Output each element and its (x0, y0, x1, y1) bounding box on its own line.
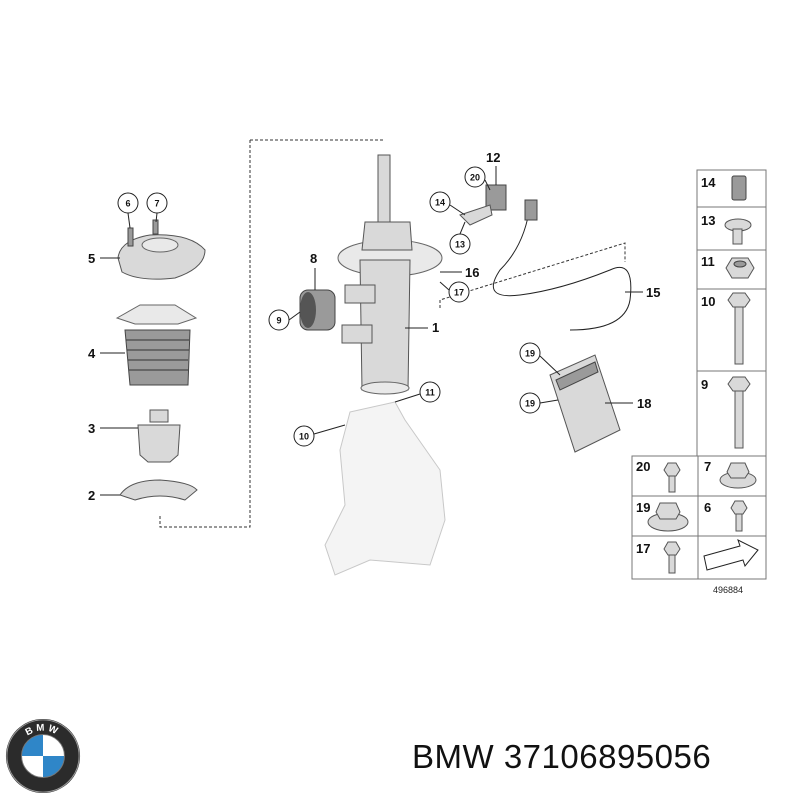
dust-bellows (115, 304, 198, 386)
callout-14-label: 14 (435, 198, 445, 208)
bolt-medium (727, 376, 751, 449)
hex-nut (725, 257, 755, 279)
callout-2-label: 2 (88, 488, 95, 503)
strut (337, 154, 443, 395)
grid-label-10: 10 (701, 294, 715, 309)
callout-15-label: 15 (646, 285, 660, 300)
flange-nut-large (647, 502, 689, 532)
bmw-logo: BMW (5, 718, 81, 794)
callout-4-label: 4 (88, 346, 96, 361)
grid-label-14: 14 (701, 175, 716, 190)
callout-18-label: 18 (637, 396, 651, 411)
callout-10-label: 10 (299, 432, 309, 442)
callout-6: 6 (117, 192, 139, 229)
grid-label-13: 13 (701, 213, 715, 228)
callout-7-label: 7 (154, 199, 159, 209)
callout-10: 10 (293, 424, 346, 447)
grid-label-6: 6 (704, 500, 711, 515)
grid-label-11: 11 (701, 254, 715, 269)
sensor-wire (492, 204, 632, 331)
bolt-long (727, 292, 751, 365)
assembly-dashed-line (159, 139, 385, 528)
callout-9-label: 9 (276, 316, 281, 326)
screw-small (663, 462, 681, 493)
grid-label-9: 9 (701, 377, 708, 392)
product-caption: BMW 37106895056 (412, 738, 711, 776)
top-mount (117, 219, 206, 280)
wire-connector (524, 199, 538, 221)
diagram-id: 496884 (713, 585, 743, 595)
rubber-bushing (299, 289, 336, 331)
callout-11-label: 11 (425, 388, 435, 398)
spring-seat (119, 479, 198, 501)
callout-20-label: 20 (470, 173, 480, 183)
brand-name: BMW (412, 738, 495, 775)
callout-7: 7 (146, 192, 168, 223)
callout-13-label: 13 (455, 240, 465, 250)
bump-stop (137, 409, 181, 463)
direction-arrow-icon (703, 539, 759, 571)
grid-label-7: 7 (704, 459, 711, 474)
flange-nut (719, 462, 757, 489)
callout-5-label: 5 (88, 251, 95, 266)
callout-20: 20 (464, 166, 491, 191)
steering-knuckle (324, 401, 446, 576)
callout-8-label: 8 (310, 251, 317, 266)
grid-label-17: 17 (636, 541, 650, 556)
clip-screw (724, 218, 752, 245)
assembly-dashed-line-right (439, 242, 626, 308)
control-module (549, 354, 621, 453)
logo-text: BMW (24, 722, 59, 738)
screw-flange (730, 500, 748, 532)
callout-11: 11 (394, 381, 441, 403)
callout-16-label: 16 (465, 265, 479, 280)
callout-17: 17 (439, 281, 470, 303)
callout-1-label: 1 (432, 320, 439, 335)
grid-label-19: 19 (636, 500, 650, 515)
sensor-bracket (459, 184, 507, 226)
callout-9: 9 (268, 309, 301, 331)
callout-3-label: 3 (88, 421, 95, 436)
part-number: 37106895056 (503, 738, 712, 775)
callout-19-top-label: 19 (525, 349, 535, 359)
callout-17-label: 17 (454, 288, 464, 298)
callout-14: 14 (429, 191, 466, 216)
grid-label-20: 20 (636, 459, 650, 474)
grommet (731, 175, 747, 201)
callout-6-label: 6 (125, 199, 130, 209)
callout-19-top: 19 (519, 342, 561, 376)
svg-text:BMW: BMW (24, 722, 62, 738)
callout-19-bottom: 19 (519, 392, 559, 414)
screw-17 (663, 541, 681, 574)
callout-12-label: 12 (486, 150, 500, 165)
callout-13: 13 (449, 221, 471, 255)
callout-19-bottom-label: 19 (525, 399, 535, 409)
